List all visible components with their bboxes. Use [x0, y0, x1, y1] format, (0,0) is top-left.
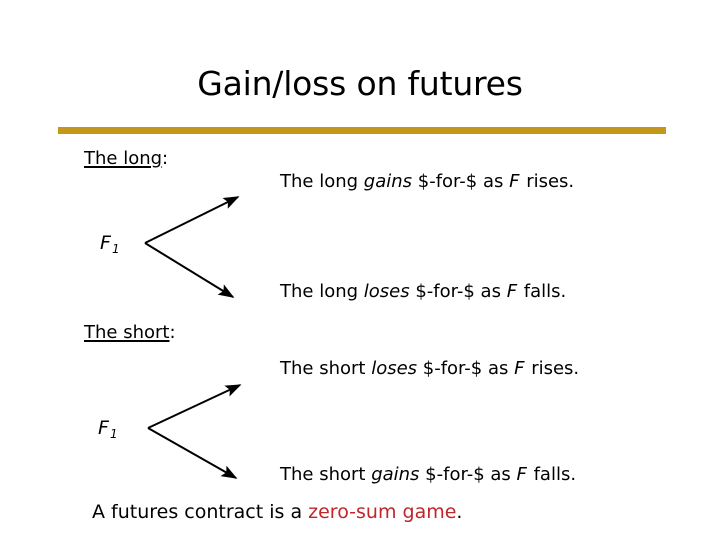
conclusion-tail: . — [456, 501, 463, 523]
page-title: Gain/loss on futures — [197, 64, 523, 103]
outcome-suffix: falls. — [518, 281, 567, 302]
outcome-short-falls: The short gains $-for-$ as F falls. — [280, 463, 576, 486]
node-subscript: 1 — [111, 242, 120, 256]
outcome-variable: F — [506, 281, 518, 302]
outcome-prefix: The short — [280, 358, 372, 379]
section-label-long-colon: : — [162, 148, 169, 169]
section-label-long-text: The long — [84, 148, 163, 169]
outcome-middle: $-for-$ as — [409, 281, 507, 302]
arrow-long-up — [144, 196, 240, 244]
outcome-prefix: The long — [280, 171, 364, 192]
outcome-suffix: falls. — [527, 464, 577, 485]
section-label-short-text: The short — [84, 322, 170, 343]
arrow-short-down — [147, 427, 238, 479]
outcome-long-falls: The long loses $-for-$ as F falls. — [280, 280, 566, 303]
node-label-short-f1: F1 — [98, 417, 118, 441]
outcome-middle: $-for-$ as — [412, 171, 510, 192]
node-label-long-f1: F1 — [100, 232, 120, 256]
outcome-short-rises: The short loses $-for-$ as F rises. — [280, 357, 579, 380]
arrow-short-up — [147, 384, 242, 429]
outcome-suffix: rises. — [520, 171, 575, 192]
conclusion-accent-text: zero-sum game — [308, 501, 457, 523]
outcome-suffix: rises. — [525, 358, 580, 379]
conclusion-lead: A futures contract is a — [92, 501, 309, 523]
title-divider-rule — [58, 127, 666, 134]
node-symbol: F — [100, 232, 111, 254]
conclusion-line: A futures contract is a zero-sum game. — [92, 500, 462, 524]
outcome-variable: F — [516, 464, 527, 485]
outcome-prefix: The short — [280, 464, 372, 485]
outcome-verb: loses — [371, 358, 418, 379]
arrow-long-down — [144, 242, 235, 298]
outcome-verb: gains — [371, 464, 420, 485]
outcome-verb: gains — [363, 171, 413, 192]
outcome-middle: $-for-$ as — [419, 464, 517, 485]
outcome-variable: F — [509, 171, 520, 192]
outcome-long-rises: The long gains $-for-$ as F rises. — [280, 170, 574, 193]
section-label-short-colon: : — [169, 322, 176, 343]
section-label-long: The long: — [84, 148, 168, 170]
outcome-verb: loses — [363, 281, 410, 302]
node-subscript: 1 — [109, 427, 118, 441]
section-label-short: The short: — [84, 322, 176, 344]
outcome-variable: F — [514, 358, 525, 379]
outcome-middle: $-for-$ as — [417, 358, 515, 379]
node-symbol: F — [98, 417, 109, 439]
outcome-prefix: The long — [280, 281, 364, 302]
